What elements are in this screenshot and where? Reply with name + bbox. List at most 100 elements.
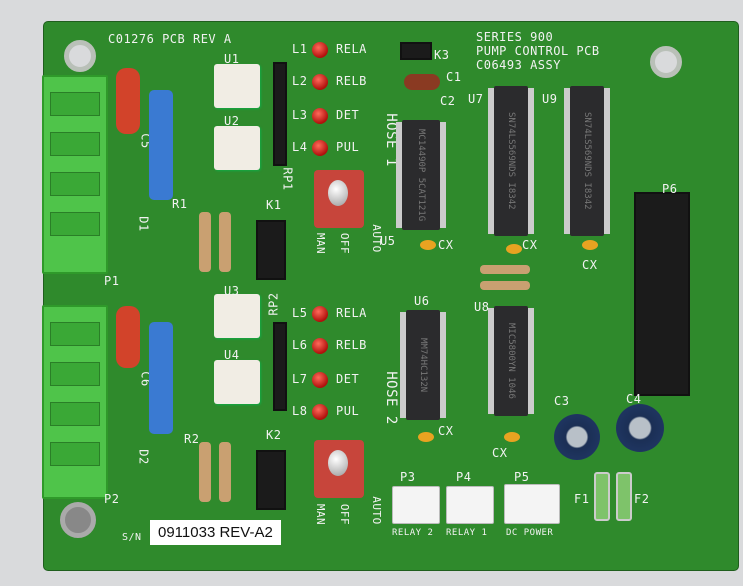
connector-p3[interactable] (392, 486, 440, 524)
resistor (480, 281, 530, 290)
capacitor-c5 (116, 68, 140, 134)
optocoupler-u3 (214, 294, 260, 338)
cx-label: CX (522, 238, 538, 252)
resistor (480, 265, 530, 274)
u8-label: U8 (474, 300, 490, 314)
k1-label: K1 (266, 198, 282, 212)
led-id: L6 (292, 338, 308, 352)
jumper-k3[interactable] (400, 42, 432, 60)
led-id: L3 (292, 108, 308, 122)
mode-switch-hose1[interactable] (314, 170, 364, 228)
led-id: L4 (292, 140, 308, 154)
toggle-lever[interactable] (328, 180, 348, 206)
k2-label: K2 (266, 428, 282, 442)
c4-label: C4 (626, 392, 642, 406)
led-id: L7 (292, 372, 308, 386)
rp1-label: RP1 (280, 167, 295, 191)
product-label: PUMP CONTROL PCB (476, 44, 600, 58)
toggle-lever[interactable] (328, 450, 348, 476)
d2-label: D2 (136, 449, 151, 465)
f2-label: F2 (634, 492, 650, 506)
led-l7 (312, 372, 328, 388)
cx-label: CX (492, 446, 508, 460)
capacitor-cx (582, 240, 598, 250)
capacitor-c1 (404, 74, 440, 90)
led-l8 (312, 404, 328, 420)
u7-label: U7 (468, 92, 484, 106)
optocoupler-u2 (214, 126, 260, 170)
c3-label: C3 (554, 394, 570, 408)
resistor (199, 212, 211, 272)
capacitor-cx (418, 432, 434, 442)
led-label: RELB (336, 338, 367, 352)
resistor (219, 212, 231, 272)
hose2-label: HOSE 2 (382, 371, 399, 425)
optocoupler-u4 (214, 360, 260, 404)
series-label: SERIES 900 (476, 30, 554, 44)
ic-u5: MC14490P 5CAT121G (402, 120, 440, 230)
terminal-block-p1 (42, 75, 108, 274)
serial-label: S/N (122, 532, 142, 543)
pcb-board: C01276 PCB REV A SERIES 900 PUMP CONTROL… (42, 22, 738, 570)
led-label: DET (336, 108, 360, 122)
led-l4 (312, 140, 328, 156)
p3-label: P3 (400, 470, 416, 484)
serial-number-sticker: 0911033 REV-A2 (150, 520, 281, 545)
k3-label: K3 (434, 48, 450, 62)
off-label: OFF (338, 503, 352, 526)
off-label: OFF (338, 232, 352, 255)
led-id: L1 (292, 42, 308, 56)
capacitor-cx (504, 432, 520, 442)
led-l3 (312, 108, 328, 124)
capacitor-cx (420, 240, 436, 250)
c2-label: C2 (440, 94, 456, 108)
cx-label: CX (438, 424, 454, 438)
u3-label: U3 (224, 284, 240, 298)
p5-label: P5 (514, 470, 530, 484)
rp2-label: RP2 (266, 292, 281, 316)
d1-label: D1 (136, 216, 151, 232)
connector-p5[interactable] (504, 484, 560, 524)
auto-label: AUTO (369, 496, 383, 525)
electrolytic-capacitor-c4 (616, 404, 664, 452)
u5-label: U5 (380, 234, 396, 248)
led-label: DET (336, 372, 360, 386)
fuse-f2 (616, 472, 632, 521)
led-label: PUL (336, 140, 360, 154)
led-label: RELB (336, 74, 367, 88)
dip-jumper-k2[interactable] (256, 450, 286, 510)
p4-label: P4 (456, 470, 472, 484)
r1-label: R1 (172, 197, 188, 211)
connector-p4[interactable] (446, 486, 494, 524)
u6-label: U6 (414, 294, 430, 308)
p1-label: P1 (104, 274, 120, 288)
resistor (219, 442, 231, 502)
ribbon-header-p6[interactable] (634, 192, 690, 396)
u9-label: U9 (542, 92, 558, 106)
mount-hole (64, 40, 96, 72)
relay1-label: RELAY 1 (446, 528, 488, 538)
led-id: L5 (292, 306, 308, 320)
led-id: L2 (292, 74, 308, 88)
capacitor-c6 (116, 306, 140, 368)
optocoupler-u1 (214, 64, 260, 108)
f1-label: F1 (574, 492, 590, 506)
resistor-pack-rp2 (273, 322, 287, 411)
mount-hole (650, 46, 682, 78)
r2-label: R2 (184, 432, 200, 446)
terminal-block-p2 (42, 305, 108, 499)
cx-label: CX (582, 258, 598, 272)
board-title: C01276 PCB REV A (108, 32, 232, 46)
standoff (60, 502, 96, 538)
p2-label: P2 (104, 492, 120, 506)
resistor-r2 (149, 322, 173, 434)
led-label: PUL (336, 404, 360, 418)
capacitor-cx (506, 244, 522, 254)
ic-u8: MIC5800YN 1046 (494, 306, 528, 416)
ic-u9: SN74LS569NDS I8342 (570, 86, 604, 236)
assy-label: C06493 ASSY (476, 58, 561, 72)
mode-switch-hose2[interactable] (314, 440, 364, 498)
ic-u7: SN74LS569NDS I8342 (494, 86, 528, 236)
dip-jumper-k1[interactable] (256, 220, 286, 280)
ic-u6: MM74HC132N (406, 310, 440, 420)
